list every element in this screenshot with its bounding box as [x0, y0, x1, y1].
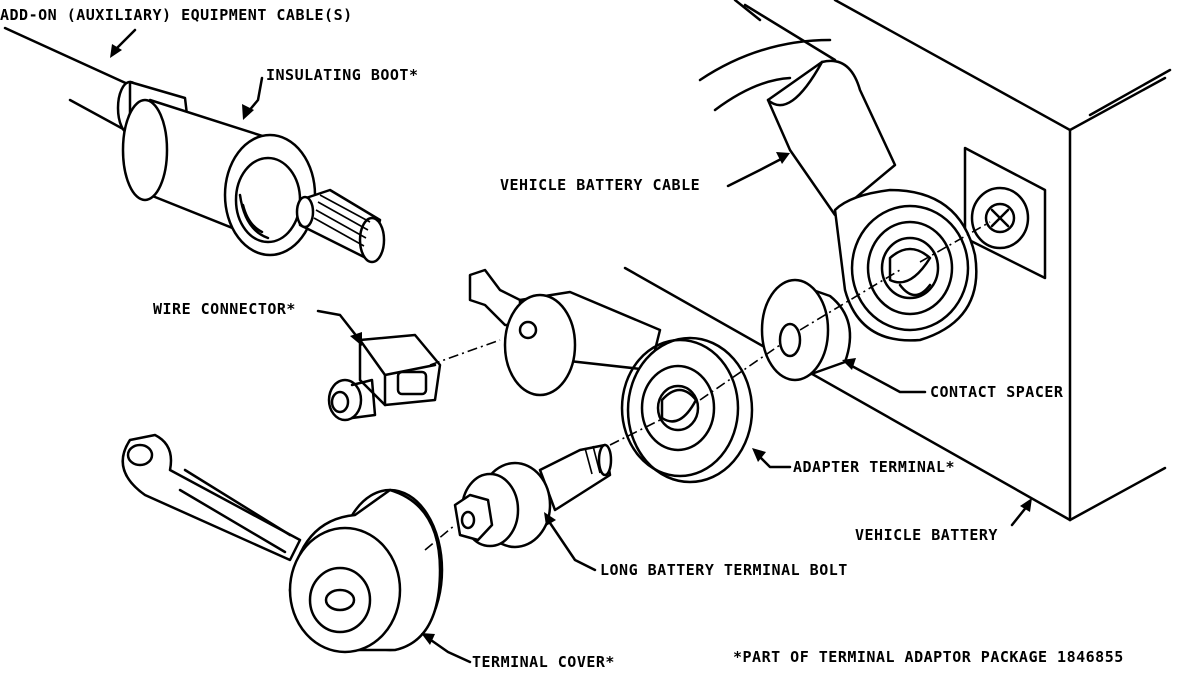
wire-connector-icon: [327, 333, 442, 422]
vehicle-battery-cable-label: VEHICLE BATTERY CABLE: [500, 176, 701, 194]
terminal-bolt-icon: [453, 443, 613, 549]
footnote: *PART OF TERMINAL ADAPTOR PACKAGE 184685…: [733, 648, 1124, 666]
contact-spacer-label: CONTACT SPACER: [930, 383, 1064, 401]
adapter-terminal-icon: [468, 268, 754, 484]
addon-cable-label: ADD-ON (AUXILIARY) EQUIPMENT CABLE(S): [0, 6, 353, 24]
long-bolt-label: LONG BATTERY TERMINAL BOLT: [600, 561, 848, 579]
contact-spacer-icon: [760, 278, 852, 382]
leader-lines: [110, 28, 1032, 664]
insulating-boot-icon: [3, 26, 386, 264]
assembly-centerlines: [424, 221, 991, 551]
insulating-boot-label: INSULATING BOOT*: [266, 66, 419, 84]
battery-cable-icon: [698, 38, 978, 342]
wire-connector-label: WIRE CONNECTOR*: [153, 300, 296, 318]
terminal-cover-label: TERMINAL COVER*: [472, 653, 615, 671]
vehicle-battery-label: VEHICLE BATTERY: [855, 526, 998, 544]
battery-case-icon: [623, 0, 1172, 522]
terminal-cover-icon: [121, 433, 444, 654]
adapter-terminal-label: ADAPTER TERMINAL*: [793, 458, 956, 476]
